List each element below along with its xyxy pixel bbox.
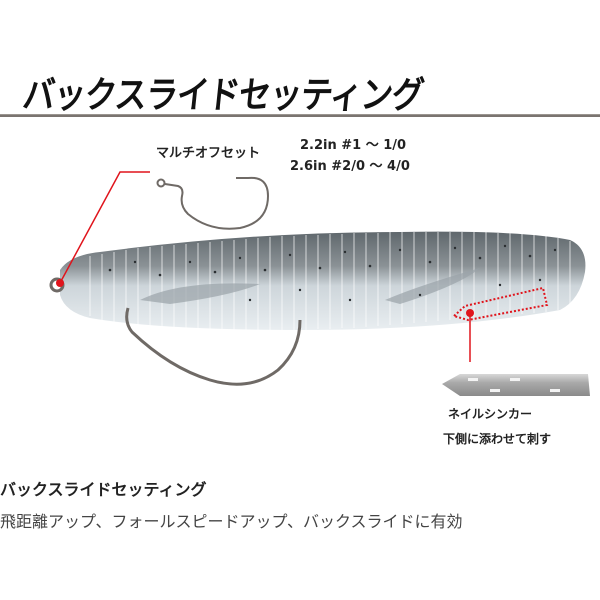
hook-size-2-2in: 2.2in #1 ～ 1/0 [300,138,407,153]
sinker-label: ネイルシンカー [448,407,533,421]
hook-label: マルチオフセット [156,146,261,161]
sinker-position-outline [451,286,549,362]
description-body: 飛距離アップ、フォールスピードアップ、バックスライドに有効 [0,512,463,531]
hook-callout-line [56,171,150,287]
description-title: バックスライドセッティング [0,480,207,499]
offset-hook-icon [156,176,270,230]
sinker-note: 下側に添わせて刺す [443,432,552,446]
hook-size-2-6in: 2.6in #2/0 ～ 4/0 [290,159,410,174]
nail-sinker-icon [442,374,590,396]
title-divider [0,114,600,117]
soft-bait-body-icon [60,231,586,330]
